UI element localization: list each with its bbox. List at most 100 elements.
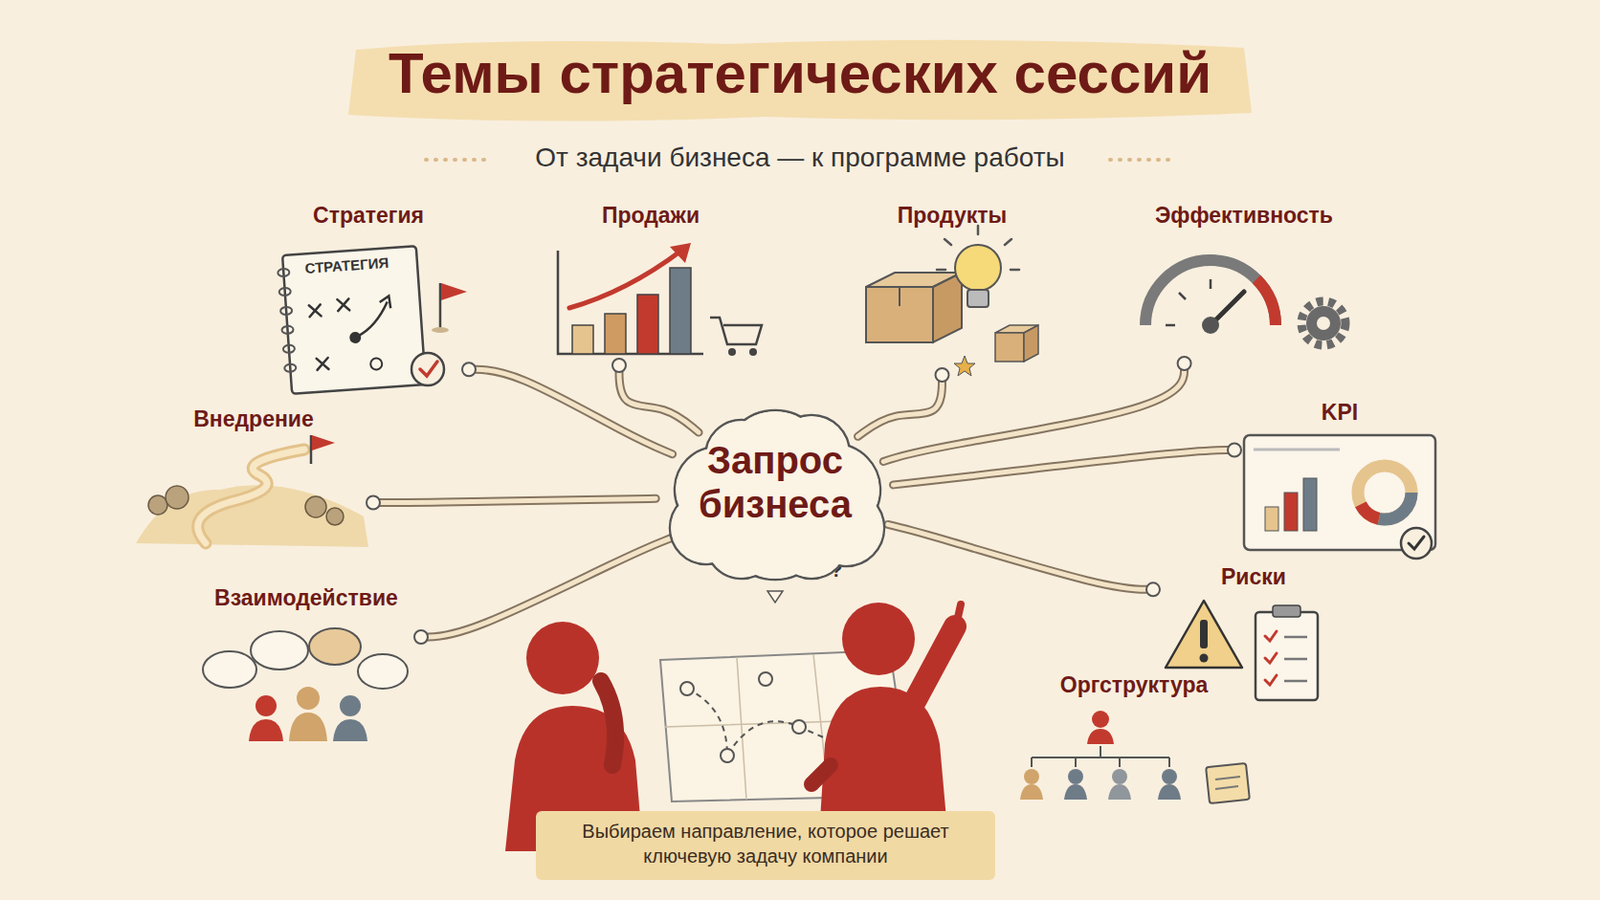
kpi-dashboard bbox=[1253, 448, 1340, 452]
interaction-icon bbox=[202, 631, 408, 689]
efficiency-gauge bbox=[1165, 324, 1176, 328]
org-chart bbox=[1020, 711, 1250, 804]
products-icon bbox=[944, 239, 952, 245]
strategy-notebook bbox=[276, 245, 467, 395]
risk-icon bbox=[1265, 631, 1277, 686]
org-chart bbox=[1020, 784, 1044, 800]
products-icon bbox=[954, 355, 976, 377]
connector-dot bbox=[366, 496, 380, 511]
risk-icon bbox=[1200, 620, 1208, 649]
risk-icon bbox=[1284, 636, 1308, 640]
title: Темы стратегических сессий bbox=[0, 42, 1600, 106]
risk-icon bbox=[1265, 631, 1277, 642]
connector bbox=[883, 363, 1184, 463]
sales-chart bbox=[604, 313, 626, 355]
sales-chart bbox=[728, 348, 736, 356]
topic-node: KPI bbox=[1234, 400, 1445, 568]
implementation-road bbox=[148, 495, 168, 515]
interaction-icon bbox=[333, 719, 368, 742]
products-icon bbox=[866, 225, 1039, 377]
note-band: Выбираем направление, которое решает клю… bbox=[535, 811, 996, 881]
node-text: KPI bbox=[1321, 400, 1358, 427]
connector bbox=[421, 538, 671, 638]
connector bbox=[373, 498, 656, 503]
connector bbox=[619, 365, 699, 433]
connector bbox=[858, 375, 943, 437]
org-chart bbox=[1091, 711, 1110, 729]
connector bbox=[373, 498, 656, 503]
strategy-notebook bbox=[277, 268, 290, 278]
kpi-dashboard bbox=[1357, 466, 1412, 520]
connector-dot bbox=[612, 358, 626, 373]
strategy-notebook bbox=[309, 298, 355, 371]
connector bbox=[366, 496, 656, 511]
risk-icon bbox=[1255, 612, 1318, 701]
strategy-notebook bbox=[355, 302, 390, 337]
strategy-notebook bbox=[281, 325, 294, 334]
connector bbox=[893, 444, 1242, 486]
org-chart bbox=[1161, 769, 1178, 785]
interaction-icon bbox=[339, 695, 361, 717]
sales-chart bbox=[569, 250, 682, 309]
topic-node: Внедрение bbox=[133, 406, 374, 551]
efficiency-gauge bbox=[1301, 301, 1346, 346]
kpi-dashboard bbox=[1357, 466, 1412, 520]
org-chart bbox=[1205, 763, 1250, 804]
people-with-map bbox=[792, 720, 806, 734]
implementation-road bbox=[148, 486, 344, 526]
connector bbox=[468, 369, 673, 455]
risk-icon bbox=[1272, 605, 1301, 618]
sales-chart bbox=[669, 243, 691, 264]
products-icon bbox=[967, 289, 989, 308]
products-icon bbox=[995, 333, 1024, 362]
org-chart bbox=[1087, 729, 1114, 745]
connector bbox=[893, 450, 1235, 486]
products-icon bbox=[898, 287, 901, 307]
interaction-icon bbox=[202, 651, 257, 689]
connector bbox=[612, 358, 699, 433]
people-with-map bbox=[680, 682, 694, 696]
strategy-notebook bbox=[336, 298, 350, 312]
topic-node: Продукты bbox=[851, 202, 1053, 376]
risk-icon bbox=[1284, 637, 1308, 682]
interaction-icon bbox=[288, 712, 328, 742]
connector bbox=[619, 365, 699, 433]
strategy-notebook bbox=[284, 363, 297, 373]
people-with-map bbox=[720, 749, 734, 763]
connector bbox=[421, 538, 671, 638]
strategy-notebook bbox=[349, 332, 362, 345]
org-chart bbox=[1023, 769, 1040, 785]
people-with-map bbox=[758, 672, 773, 687]
risk-icon bbox=[1265, 653, 1277, 664]
kpi-dashboard bbox=[1284, 492, 1298, 532]
efficiency-gauge bbox=[1145, 260, 1346, 346]
strategy-notebook bbox=[277, 268, 297, 374]
strategy-notebook bbox=[283, 344, 296, 354]
strategy-notebook bbox=[411, 353, 445, 386]
connector bbox=[888, 524, 1154, 590]
strategy-notebook bbox=[276, 245, 426, 395]
connector bbox=[883, 363, 1184, 463]
sales-chart bbox=[749, 348, 757, 356]
interaction-icon bbox=[202, 628, 408, 742]
strategy-notebook bbox=[309, 304, 322, 317]
connector-dot bbox=[1177, 356, 1192, 371]
products-icon bbox=[1023, 325, 1039, 362]
people-with-map bbox=[600, 681, 616, 766]
implementation-road bbox=[310, 435, 313, 465]
risk-icon bbox=[1165, 600, 1243, 668]
products-icon bbox=[933, 272, 962, 343]
topic-node: Эффективность bbox=[1129, 202, 1359, 364]
people-with-map bbox=[526, 622, 600, 695]
org-chart bbox=[1215, 786, 1239, 790]
connector-dot bbox=[462, 362, 476, 377]
connector bbox=[883, 356, 1191, 463]
interaction-icon bbox=[255, 695, 277, 717]
org-chart bbox=[1108, 784, 1132, 800]
connector-dot bbox=[935, 368, 950, 382]
title-banner bbox=[425, 157, 493, 162]
connector-dot bbox=[1146, 582, 1160, 597]
connector-dot bbox=[1227, 444, 1242, 458]
implementation-road bbox=[198, 449, 305, 544]
kpi-dashboard bbox=[1408, 536, 1424, 550]
